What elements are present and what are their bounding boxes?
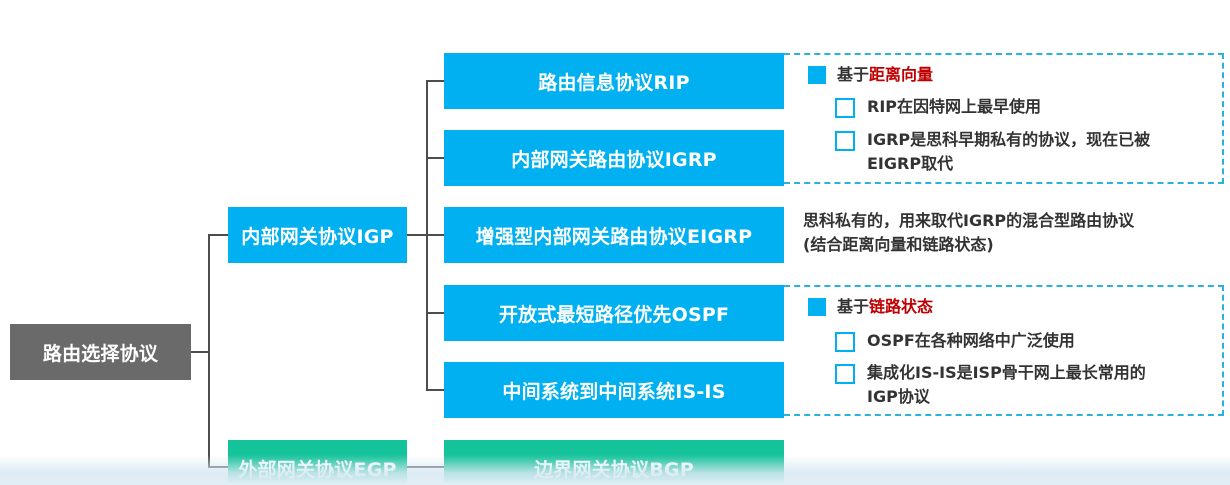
distance-vector-group-border [784,53,1224,184]
igrp-node: 内部网关路由协议IGRP [444,130,784,186]
link-state-group-border [784,285,1224,416]
connector-trunk-to-igp [208,234,228,236]
heading-prefix: 基于 [837,297,870,316]
connector-to-isis [426,389,444,391]
distance-vector-heading: 基于距离向量 [837,64,933,86]
connector-to-ospf [426,312,444,314]
isis-note-line-1: 集成化IS-IS是ISP骨干网上最长常用的 [867,363,1146,382]
igrp-note-line-1: IGRP是思科早期私有的协议，现在已被 [867,130,1151,149]
heading-highlight: 距离向量 [869,65,934,84]
filled-square-bullet-icon [808,298,826,316]
ospf-note-line: OSPF在各种网络中广泛使用 [867,331,1075,350]
eigrp-node: 增强型内部网关路由协议EIGRP [444,207,784,263]
bgp-node: 边界网关协议BGP [444,440,784,485]
egp-node: 外部网关协议EGP [228,440,407,485]
rip-note-line: RIP在因特网上最早使用 [867,97,1042,116]
connector-igp-to-trunk [407,234,427,236]
eigrp-note-line-1: 思科私有的，用来取代IGRP的混合型路由协议 [803,211,1135,230]
root-node: 路由选择协议 [10,324,191,380]
link-state-heading: 基于链路状态 [837,296,933,318]
eigrp-note-line-2: (结合距离向量和链路状态) [803,235,994,254]
connector-to-igrp [426,157,444,159]
ospf-node: 开放式最短路径优先OSPF [444,285,784,341]
igrp-note-line-2: EIGRP取代 [867,154,954,173]
connector-to-eigrp [426,234,444,236]
filled-square-bullet-icon [808,66,826,84]
hollow-square-bullet-icon [835,98,855,118]
connector-egp-to-bgp [407,466,444,468]
heading-prefix: 基于 [837,65,870,84]
hollow-square-bullet-icon [835,131,855,151]
isis-note-line-2: IGP协议 [867,387,930,406]
hollow-square-bullet-icon [835,364,855,384]
hollow-square-bullet-icon [835,332,855,352]
connector-trunk-to-egp [208,466,228,468]
igp-node: 内部网关协议IGP [228,207,407,263]
connector-to-rip [426,80,444,82]
isis-node: 中间系统到中间系统IS-IS [444,362,784,418]
heading-highlight: 链路状态 [869,297,934,316]
rip-node: 路由信息协议RIP [444,53,784,109]
connector-root-to-trunk [191,351,209,353]
connector-level1-trunk [208,234,210,467]
